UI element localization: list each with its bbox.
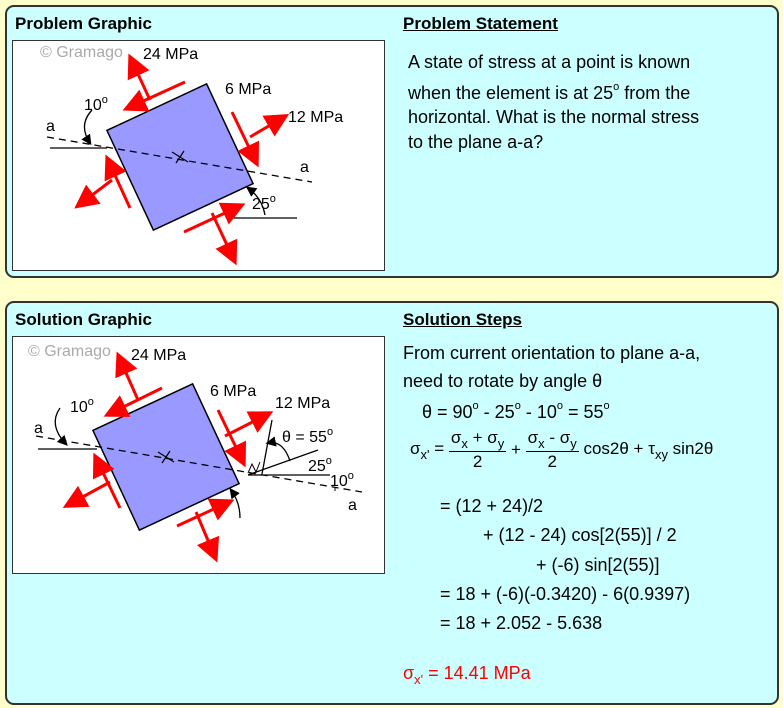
label-6mpa: 6 MPa bbox=[225, 81, 271, 98]
stress-arrows bbox=[74, 53, 290, 266]
label-a-left: a bbox=[46, 118, 55, 135]
label-6mpa: 6 MPa bbox=[210, 383, 256, 400]
step: + (12 - 24) cos[2(55)] / 2 bbox=[483, 525, 677, 545]
step: = (12 + 24)/2 bbox=[440, 496, 544, 516]
label-24mpa: 24 MPa bbox=[143, 46, 198, 63]
step: = 18 + (-6)(-0.3420) - 6(0.9397) bbox=[440, 584, 691, 604]
solution-steps-title: Solution Steps bbox=[403, 310, 522, 329]
plane-a-a bbox=[46, 136, 313, 183]
problem-graphic: © Gramago 24 MPa 6 MPa 12 MPa 10o a a 25… bbox=[12, 40, 385, 271]
label-12mpa: 12 MPa bbox=[288, 109, 343, 126]
statement-line: when the element is at 25o from the bbox=[408, 80, 691, 103]
solution-graphic: © Gramago 24 MPa 6 MPa 12 MPa θ = 55o 25… bbox=[12, 336, 385, 574]
label-10deg: 10o bbox=[84, 94, 108, 114]
label-a-left: a bbox=[34, 420, 43, 437]
problem-statement: A state of stress at a point is known wh… bbox=[408, 50, 699, 154]
label-a-right: a bbox=[300, 159, 309, 176]
watermark: © Gramago bbox=[40, 44, 123, 61]
label-a-right: a bbox=[348, 497, 357, 514]
theta-equation: θ = 90o - 25o - 10o = 55o bbox=[422, 400, 610, 422]
stress-arrows bbox=[62, 351, 274, 563]
problem-statement-title: Problem Statement bbox=[403, 14, 558, 33]
label-theta: θ = 55o bbox=[282, 426, 333, 446]
label-24mpa: 24 MPa bbox=[131, 347, 186, 364]
label-12mpa: 12 MPa bbox=[275, 395, 330, 412]
center-mark bbox=[171, 150, 189, 164]
label-10deg-left: 10o bbox=[70, 396, 94, 416]
label-25deg: 25o bbox=[308, 455, 332, 475]
label-25deg: 25o bbox=[252, 193, 276, 213]
watermark: © Gramago bbox=[28, 343, 111, 360]
statement-line: horizontal. What is the normal stress bbox=[408, 107, 700, 127]
problem-graphic-title: Problem Graphic bbox=[15, 14, 152, 33]
step: + (-6) sin[2(55)] bbox=[536, 555, 660, 575]
solution-stress-diagram: © Gramago 24 MPa 6 MPa 12 MPa θ = 55o 25… bbox=[28, 343, 363, 563]
step-line2: need to rotate by angle θ bbox=[403, 371, 603, 391]
statement-line: A state of stress at a point is known bbox=[408, 52, 691, 72]
problem-stress-diagram: © Gramago 24 MPa 6 MPa 12 MPa 10o a a 25… bbox=[40, 44, 343, 266]
label-10deg-right: 10o bbox=[330, 470, 354, 490]
solution-graphic-title: Solution Graphic bbox=[15, 310, 152, 329]
step: = 18 + 2.052 - 5.638 bbox=[440, 613, 603, 633]
final-answer: σx' = 14.41 MPa bbox=[403, 663, 531, 687]
step-line1: From current orientation to plane a-a, bbox=[403, 343, 701, 363]
statement-line: to the plane a-a? bbox=[408, 131, 544, 152]
